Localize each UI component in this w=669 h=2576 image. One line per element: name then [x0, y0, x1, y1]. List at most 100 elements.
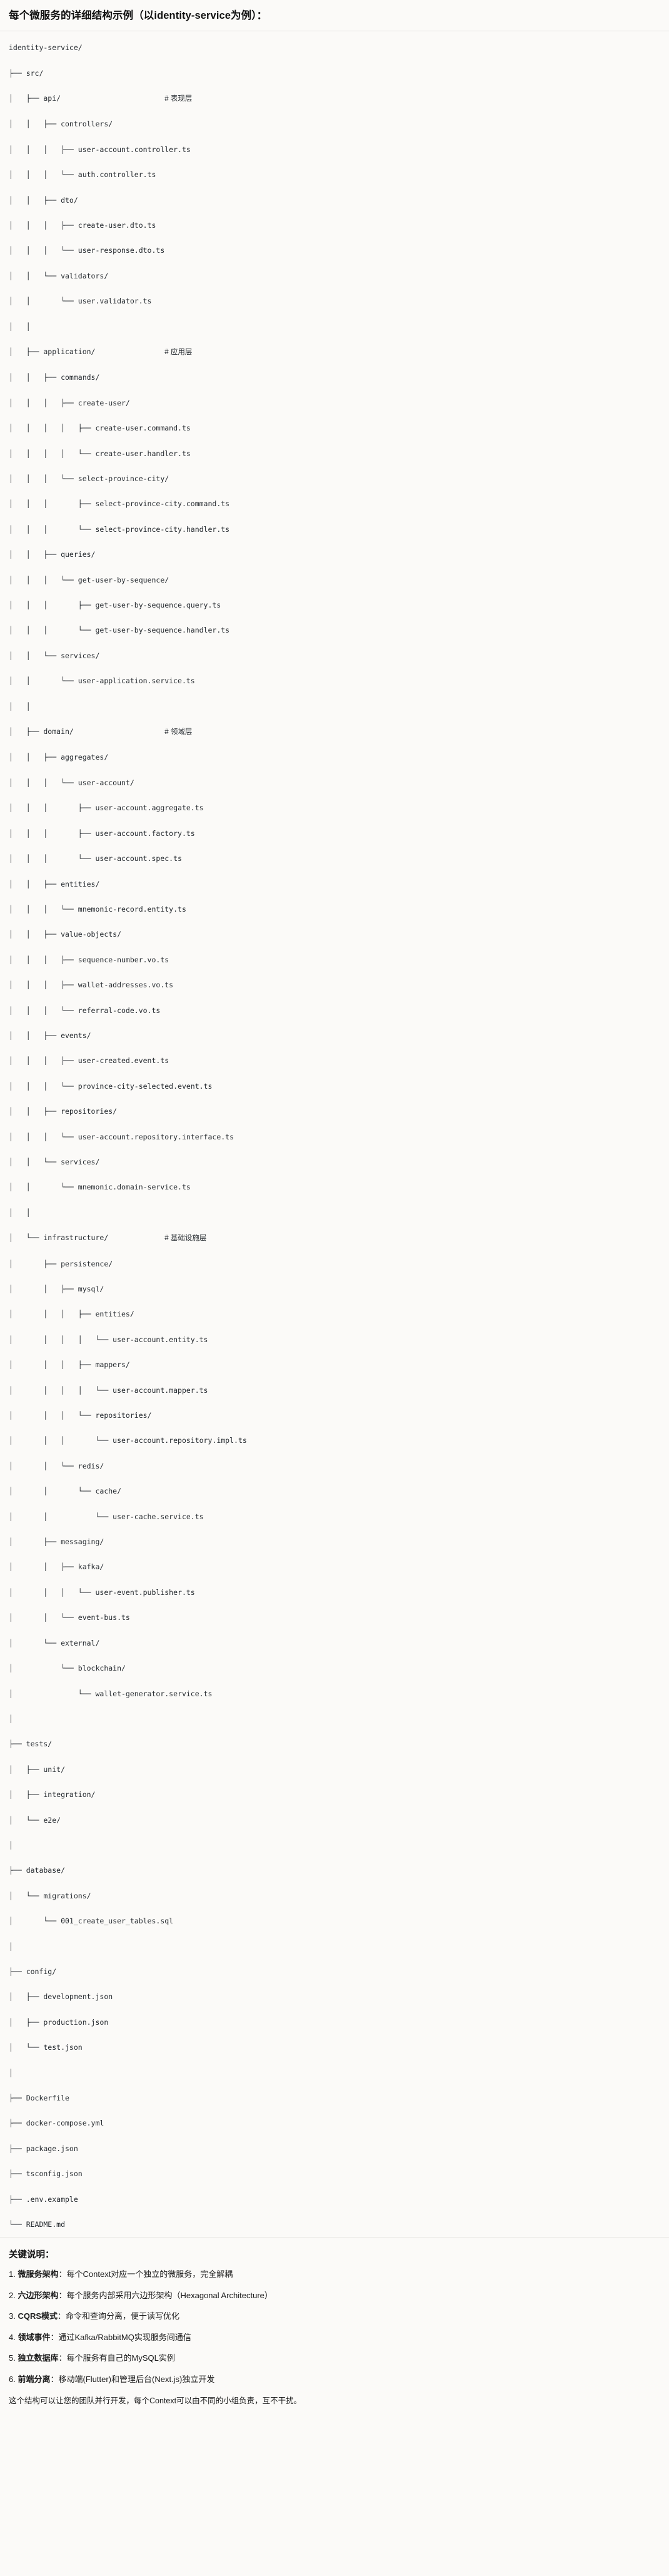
tree-row: │ │ │ └── user-account.repository.interf…: [9, 1131, 660, 1143]
tree-row: │ └── external/: [9, 1637, 660, 1649]
tree-row: │ │ │ └── user-response.dto.ts: [9, 244, 660, 257]
tree-row: ├── tsconfig.json: [9, 2167, 660, 2180]
tree-entry-label: │ └── migrations/: [9, 1891, 91, 1900]
tree-row: │ │ │ └── select-province-city.handler.t…: [9, 523, 660, 536]
tree-entry-label: │ │ └── services/: [9, 651, 100, 660]
tree-row: identity-service/: [9, 41, 660, 54]
tree-entry-label: │ │ └── redis/: [9, 1461, 104, 1470]
key-note-text: 移动端(Flutter)和管理后台(Next.js)独立开发: [58, 2374, 215, 2384]
tree-entry-label: │ │ ├── value-objects/: [9, 930, 122, 939]
tree-entry-label: │ │ │ ├── user-account.factory.ts: [9, 828, 195, 838]
tree-row: │ ├── persistence/: [9, 1258, 660, 1270]
tree-row: │ ├── domain/ # 领域层: [9, 725, 660, 738]
tree-row: │ │ │ ├── user-account.controller.ts: [9, 143, 660, 156]
tree-row: │ │ ├── kafka/: [9, 1560, 660, 1573]
tree-row: │ │ └── event-bus.ts: [9, 1611, 660, 1624]
tree-row: │ ├── development.json: [9, 1990, 660, 2003]
tree-entry-label: │ │ │ └── get-user-by-sequence/: [9, 575, 169, 584]
tree-entry-label: │ │ │ └── select-province-city.handler.t…: [9, 524, 230, 534]
tree-row: │ └── 001_create_user_tables.sql: [9, 1915, 660, 1927]
tree-row: │ │ ├── aggregates/: [9, 751, 660, 763]
document-header: 每个微服务的详细结构示例（以identity-service为例）：: [0, 0, 669, 32]
tree-entry-label: │ │ │ └── user-response.dto.ts: [9, 246, 165, 255]
tree-row: │ │ ├── repositories/: [9, 1105, 660, 1117]
tree-entry-label: │ │ │ ├── create-user.dto.ts: [9, 220, 156, 230]
tree-entry-label: │ └── infrastructure/: [9, 1233, 165, 1243]
tree-entry-label: │ │: [9, 701, 31, 711]
key-note-term: 前端分离: [18, 2374, 51, 2384]
tree-entry-label: │ │ │ ├── user-created.event.ts: [9, 1056, 169, 1066]
tree-row: │ │ │ └── repositories/: [9, 1409, 660, 1422]
tree-row: │ │ └── user-cache.service.ts: [9, 1510, 660, 1523]
tree-entry-label: │ │ │ └── user-account.spec.ts: [9, 854, 182, 863]
tree-row: │ │ └── validators/: [9, 270, 660, 282]
tree-row: │ │ │ └── province-city-selected.event.t…: [9, 1080, 660, 1092]
tree-row: ├── Dockerfile: [9, 2092, 660, 2104]
tree-entry-label: ├── tests/: [9, 1739, 53, 1749]
key-note-separator: ：: [50, 2332, 59, 2342]
tree-row: │ │: [9, 1206, 660, 1219]
tree-row: └── README.md: [9, 2218, 660, 2231]
key-note-separator: ：: [58, 2311, 66, 2321]
key-note-text: 每个服务有自己的MySQL实例: [66, 2353, 175, 2363]
tree-entry-label: │ └── blockchain/: [9, 1664, 126, 1673]
tree-row: │ │ └── services/: [9, 649, 660, 662]
tree-row: │ │ │ │ └── create-user.handler.ts: [9, 447, 660, 460]
tree-entry-label: │ │ └── event-bus.ts: [9, 1613, 130, 1622]
tree-row: │ │ │ ├── select-province-city.command.t…: [9, 497, 660, 510]
key-note-separator: ：: [50, 2374, 59, 2384]
tree-row: │ │ └── user-application.service.ts: [9, 675, 660, 687]
tree-entry-label: │ │: [9, 1208, 31, 1217]
tree-entry-label: │: [9, 1942, 13, 1951]
tree-entry-label: │ │ └── validators/: [9, 271, 109, 280]
tree-row: │ │ │ └── auth.controller.ts: [9, 168, 660, 181]
tree-row: │ │ │ └── user-account.repository.impl.t…: [9, 1434, 660, 1447]
tree-entry-label: ├── src/: [9, 68, 44, 78]
key-note-item: 5. 独立数据库：每个服务有自己的MySQL实例: [9, 2352, 660, 2365]
tree-entry-label: │ │ ├── aggregates/: [9, 753, 109, 762]
key-note-number: 2.: [9, 2290, 18, 2300]
tree-entry-label: │ │ ├── dto/: [9, 195, 78, 205]
tree-entry-label: │ │ └── mnemonic.domain-service.ts: [9, 1183, 191, 1192]
tree-row: │ │ └── mnemonic.domain-service.ts: [9, 1181, 660, 1193]
tree-entry-label: identity-service/: [9, 43, 83, 53]
tree-row: │ │ │ │ └── user-account.entity.ts: [9, 1333, 660, 1346]
tree-row: │ ├── messaging/: [9, 1535, 660, 1548]
key-note-text: 每个Context对应一个独立的微服务，完全解耦: [66, 2269, 233, 2279]
key-note-text: 每个服务内部采用六边形架构（Hexagonal Architecture）: [66, 2290, 273, 2300]
tree-entry-label: │ │ └── user-application.service.ts: [9, 676, 195, 686]
tree-entry-label: ├── package.json: [9, 2144, 78, 2153]
tree-entry-label: │ └── 001_create_user_tables.sql: [9, 1917, 174, 1926]
key-note-term: 独立数据库: [18, 2353, 59, 2363]
key-note-term: 六边形架构: [18, 2290, 59, 2300]
tree-row: │ │ │ └── get-user-by-sequence/: [9, 574, 660, 586]
tree-entry-label: │: [9, 1714, 13, 1723]
tree-entry-label: │ │ │ ├── get-user-by-sequence.query.ts: [9, 601, 221, 610]
tree-row: │ │ │ └── referral-code.vo.ts: [9, 1004, 660, 1017]
key-note-item: 3. CQRS模式：命令和查询分离，便于读写优化: [9, 2310, 660, 2323]
key-note-term: 微服务架构: [18, 2269, 59, 2279]
tree-entry-label: │ │ │ └── repositories/: [9, 1411, 152, 1420]
tree-entry-label: │ │ │ │ └── create-user.handler.ts: [9, 449, 191, 458]
tree-entry-label: │ │ │ ├── create-user/: [9, 398, 130, 407]
tree-entry-label: │ └── external/: [9, 1638, 100, 1647]
tree-row: │ │ ├── queries/: [9, 548, 660, 561]
key-note-number: 6.: [9, 2374, 18, 2384]
tree-row: │ │ │ ├── create-user.dto.ts: [9, 219, 660, 232]
key-notes-title: 关键说明：: [9, 2250, 54, 2261]
tree-row: │ ├── production.json: [9, 2016, 660, 2029]
tree-entry-label: │ │ │ │ ├── create-user.command.ts: [9, 424, 191, 433]
tree-entry-label: │ └── test.json: [9, 2043, 83, 2052]
tree-entry-comment: # 表现层: [164, 94, 193, 103]
tree-row: │ │ ├── events/: [9, 1029, 660, 1042]
tree-entry-label: │ │ │ └── user-event.publisher.ts: [9, 1587, 195, 1597]
tree-row: │ │ │ ├── user-created.event.ts: [9, 1054, 660, 1067]
tree-row: ├── config/: [9, 1965, 660, 1978]
tree-entry-comment: # 应用层: [164, 348, 193, 356]
tree-entry-label: └── README.md: [9, 2220, 66, 2229]
tree-entry-label: ├── config/: [9, 1967, 57, 1976]
tree-entry-label: │ ├── application/: [9, 347, 165, 356]
tree-row: ├── .env.example: [9, 2193, 660, 2206]
key-note-number: 4.: [9, 2332, 18, 2342]
tree-entry-label: ├── Dockerfile: [9, 2094, 69, 2102]
